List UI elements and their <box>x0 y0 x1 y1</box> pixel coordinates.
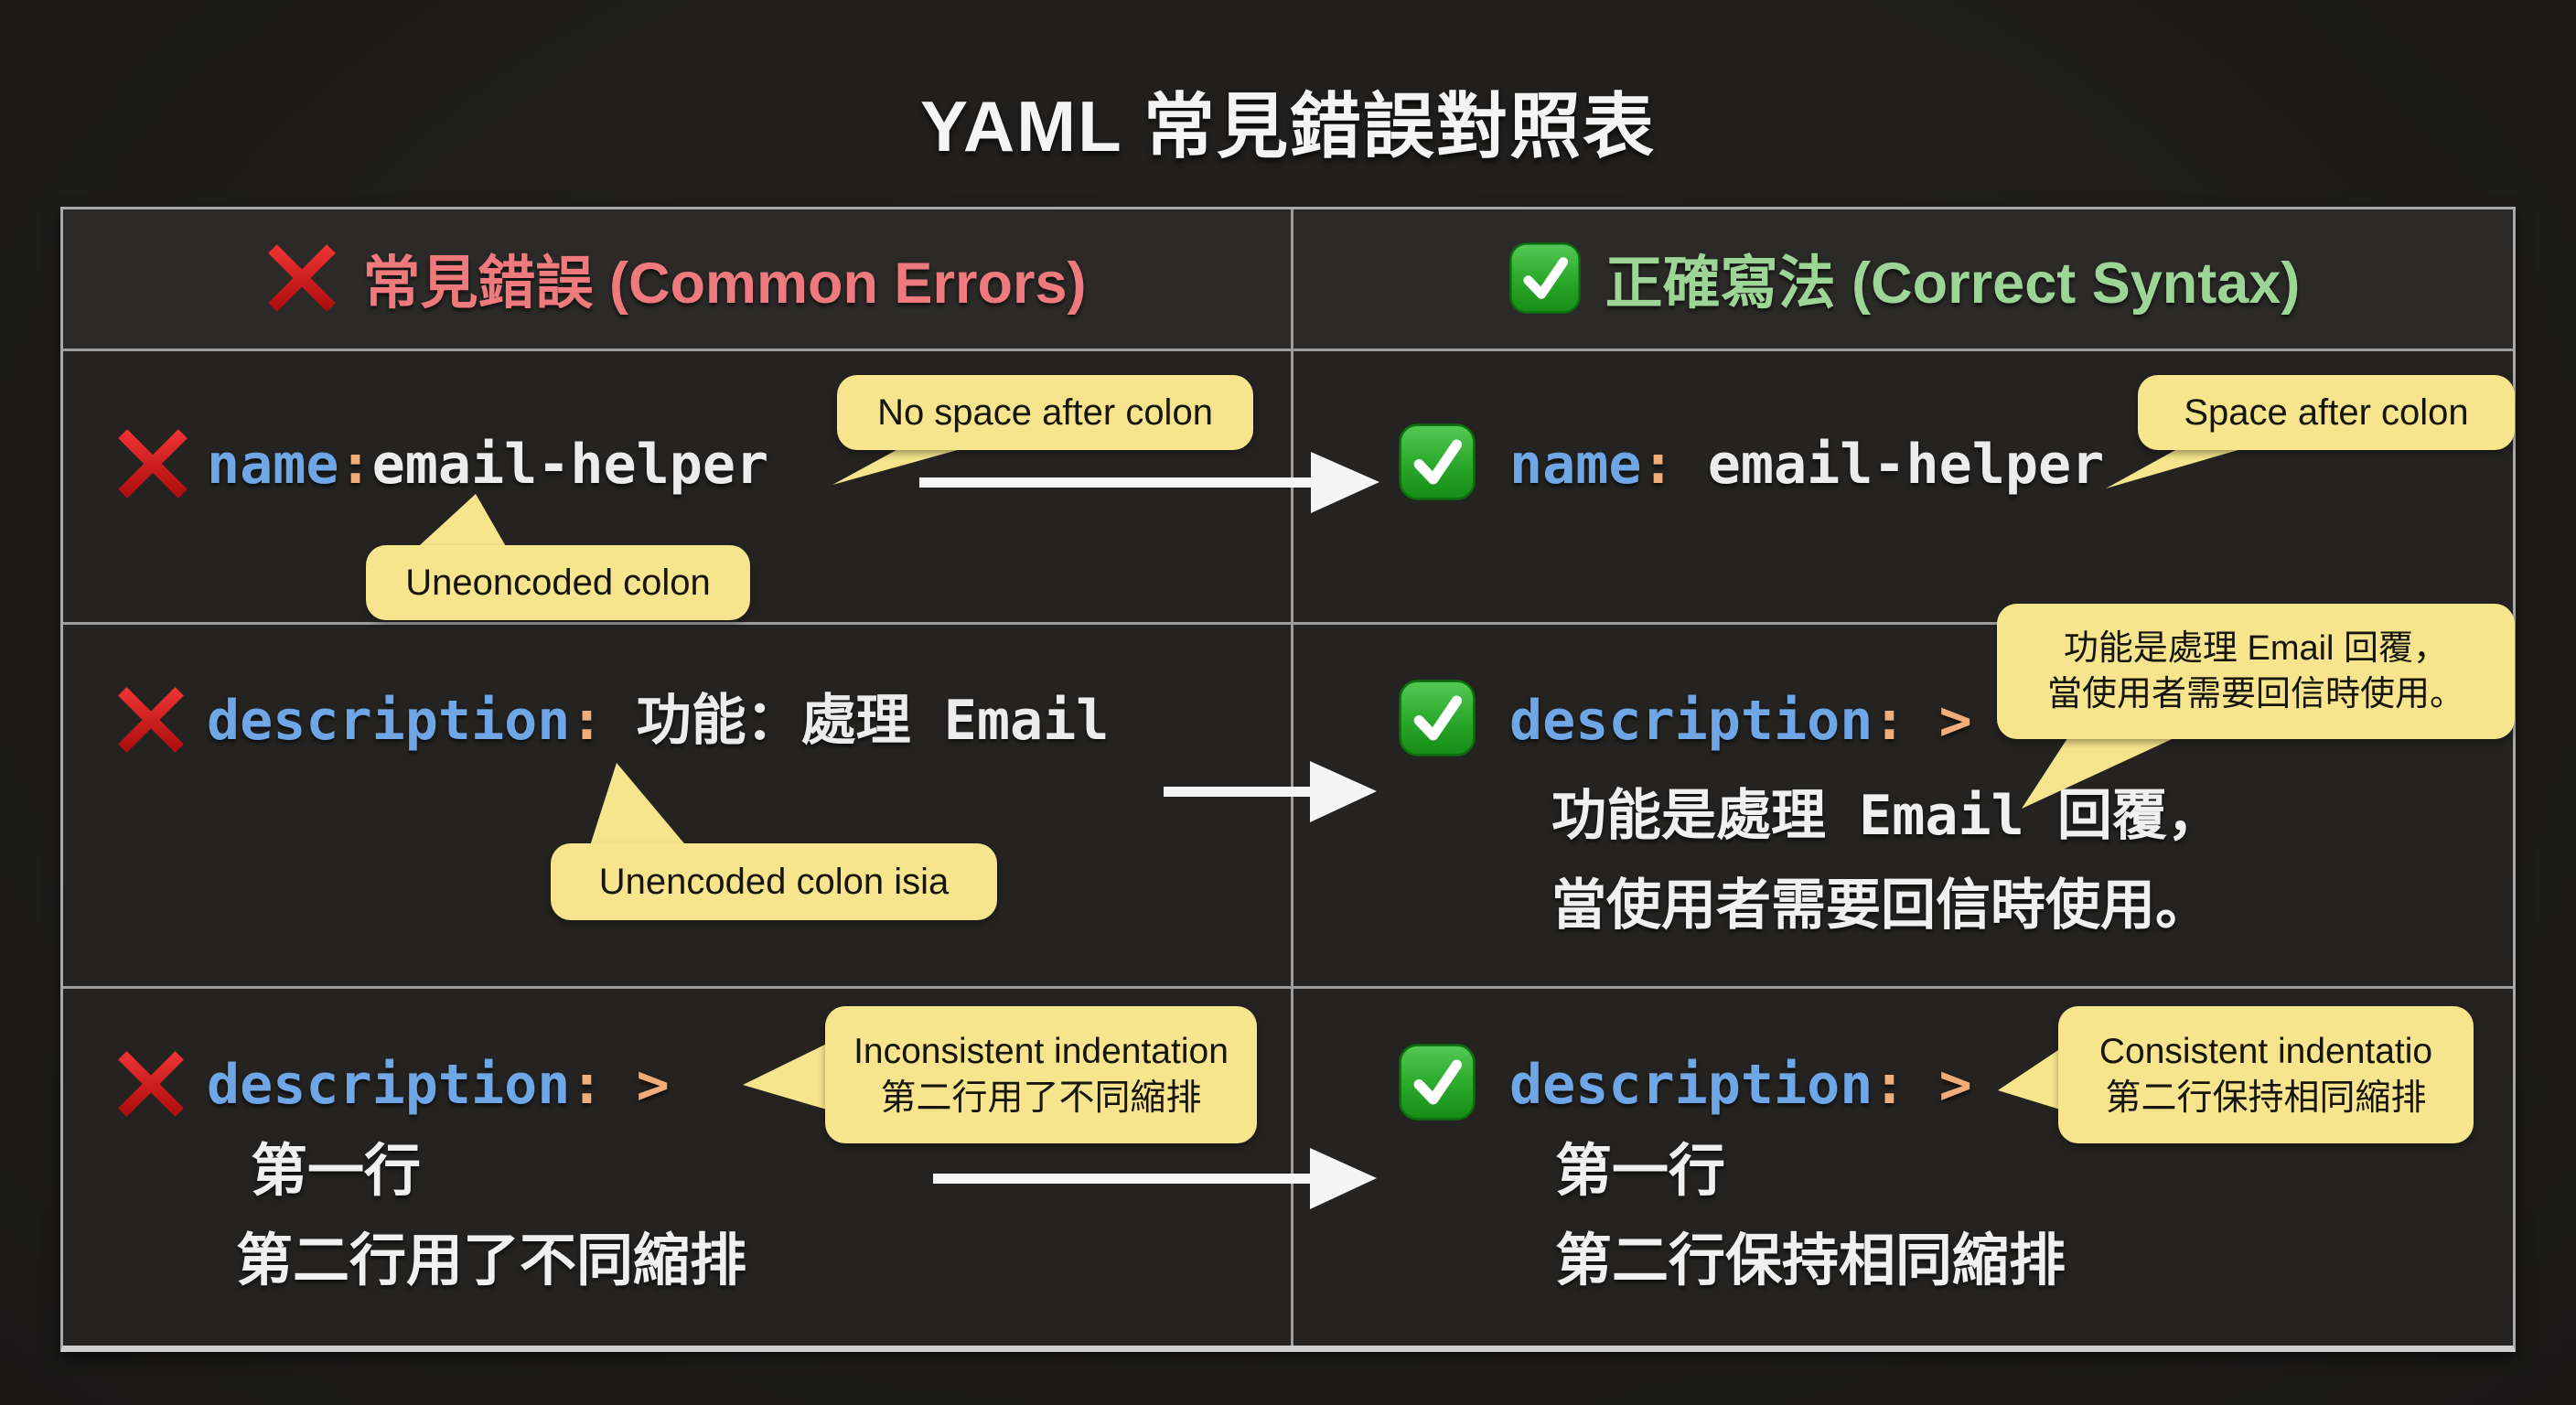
callout-tail <box>410 494 510 554</box>
yaml-key: name <box>207 433 339 497</box>
yaml-colon: : <box>1641 433 1675 497</box>
callout-text: Space after colon <box>2184 391 2469 433</box>
callout-unencoded-colon-r2: Unencoded colon isia <box>551 843 997 920</box>
yaml-key: name <box>1509 433 1642 497</box>
callout-text: Unencoded colon isia <box>598 861 950 902</box>
comparison-table <box>60 207 2516 1352</box>
grid-line-column-divider <box>1291 209 1293 1346</box>
yaml-key: description <box>207 689 571 753</box>
yaml-value: email-helper <box>371 433 769 497</box>
yaml-colon: : <box>570 689 604 753</box>
code-line-correct-description-block: description: > <box>1509 1048 1972 1121</box>
cross-mark-icon <box>118 687 184 753</box>
code-line-correct-name: name: email-helper <box>1509 428 2104 501</box>
callout-text-line1: 功能是處理 Email 回覆， <box>2063 628 2449 668</box>
callout-text-line1: Inconsistent indentation <box>853 1031 1229 1071</box>
indent-line1-correct: 第一行 <box>1555 1137 1726 1204</box>
block-text-line2: 當使用者需要回信時使用。 <box>1551 874 2210 938</box>
callout-tail <box>1998 1043 2069 1112</box>
callout-space-after-colon: Space after colon <box>2138 375 2515 450</box>
yaml-block-indicator: > <box>603 1053 670 1117</box>
callout-text-line1: Consistent indentatio <box>2098 1031 2433 1071</box>
yaml-key: description <box>207 1053 571 1117</box>
indent-line2-error: 第二行用了不同縮排 <box>236 1227 747 1293</box>
row-arrows <box>919 452 1379 1209</box>
callout-tail <box>832 439 997 485</box>
callout-text: Uneoncoded colon <box>405 562 711 603</box>
yaml-value: 功能：處理 Email <box>603 689 1110 753</box>
right-arrow-icon <box>1164 761 1377 822</box>
callout-tail <box>2106 439 2276 488</box>
callout-tail <box>2022 730 2192 809</box>
yaml-key: description <box>1509 689 1873 753</box>
yaml-colon: : <box>1873 1053 1906 1117</box>
header-cell-correct-syntax: 正確寫法 (Correct Syntax) <box>1293 209 2516 348</box>
callout-text-line2: 第二行保持相同縮排 <box>2105 1078 2427 1118</box>
yaml-value: email-helper <box>1674 433 2105 497</box>
callout-text-line2: 第二行用了不同縮排 <box>880 1078 1202 1118</box>
yaml-colon: : <box>570 1053 604 1117</box>
callout-unencoded-colon-r1: Uneoncoded colon <box>366 545 750 620</box>
check-mark-icon <box>1399 1044 1476 1121</box>
header-error-label: 常見錯誤 (Common Errors) <box>362 251 1087 316</box>
code-line-error-description: description: 功能：處理 Email <box>207 684 1109 757</box>
callout-no-space-after-colon: No space after colon <box>837 375 1253 450</box>
header-cell-common-errors: 常見錯誤 (Common Errors) <box>62 209 1290 348</box>
yaml-key: description <box>1509 1053 1873 1117</box>
grid-line-row2 <box>63 986 2513 989</box>
callout-correct-description-content: 功能是處理 Email 回覆， 當使用者需要回信時使用。 <box>1997 604 2515 739</box>
cross-mark-icon <box>118 429 188 499</box>
table-header-background <box>63 209 2513 351</box>
callout-tails <box>410 439 2276 1112</box>
callout-tail <box>587 763 693 854</box>
callout-consistent-indentation: Consistent indentatio 第二行保持相同縮排 <box>2058 1006 2474 1143</box>
right-arrow-icon <box>919 452 1379 513</box>
code-line-correct-description: description: > <box>1509 684 1972 757</box>
grid-line-row1 <box>63 622 2513 625</box>
check-mark-icon <box>1399 680 1476 756</box>
indent-line1-error: 第一行 <box>251 1137 422 1204</box>
yaml-colon: : <box>1873 689 1906 753</box>
right-arrow-icon <box>933 1148 1377 1209</box>
yaml-colon: : <box>338 433 372 497</box>
yaml-block-indicator: > <box>1905 1053 1972 1117</box>
check-mark-icon <box>1399 424 1476 500</box>
cross-mark-icon <box>118 1051 184 1117</box>
callout-inconsistent-indentation: Inconsistent indentation 第二行用了不同縮排 <box>825 1006 1257 1143</box>
code-line-error-name: name:email-helper <box>207 428 768 501</box>
check-mark-icon <box>1508 242 1581 314</box>
grid-line-header <box>63 349 2513 351</box>
block-text-line1: 功能是處理 Email 回覆， <box>1551 784 2222 848</box>
callout-tail <box>743 1039 836 1112</box>
callout-text: No space after colon <box>877 391 1213 433</box>
code-line-error-description-block: description: > <box>207 1048 670 1121</box>
header-correct-label: 正確寫法 (Correct Syntax) <box>1605 251 2301 316</box>
indent-line2-correct: 第二行保持相同縮排 <box>1555 1227 2066 1293</box>
page-title: YAML 常見錯誤對照表 <box>919 86 1657 166</box>
callout-text-line2: 當使用者需要回信時使用。 <box>2046 675 2464 713</box>
yaml-block-indicator: > <box>1905 689 1972 753</box>
cross-mark-icon <box>268 244 337 312</box>
